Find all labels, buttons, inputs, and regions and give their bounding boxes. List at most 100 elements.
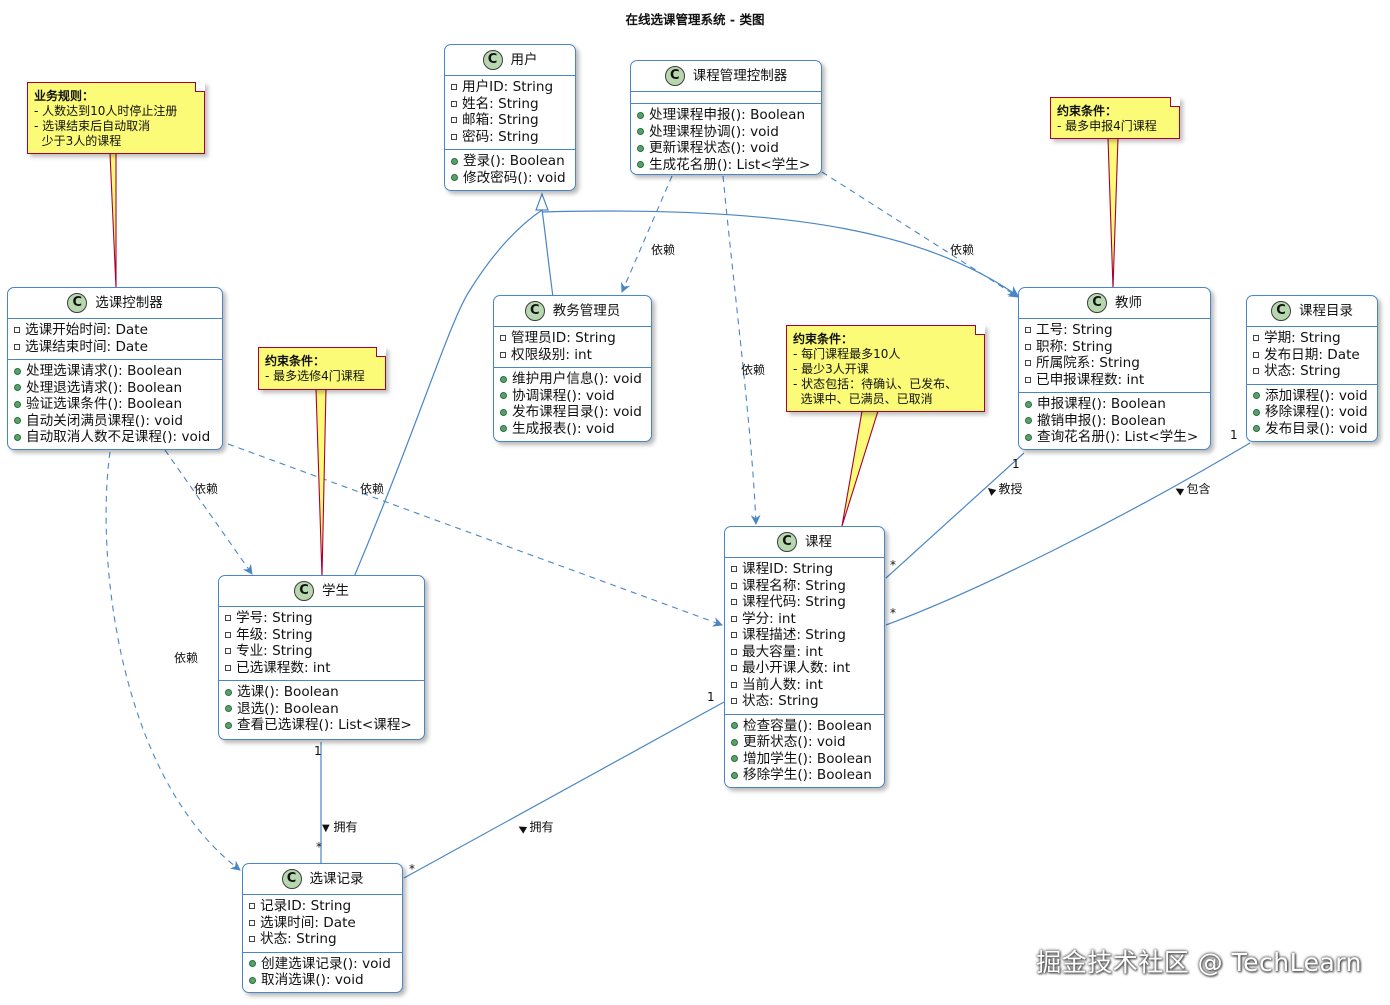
attribute-text: 管理员ID: String [511,330,616,346]
attribute-row: 选课结束时间: Date [14,339,216,356]
method-text: 处理课程协调(): void [649,123,779,140]
attribute-text: 当前人数: int [742,676,823,693]
attribute-row: 学期: String [1253,330,1371,347]
class-name: 课程 [805,533,832,550]
assoc-teacher-course [885,452,1025,579]
private-icon [1025,343,1031,350]
method-text: 撤销申报(): Boolean [1037,412,1166,429]
note-connector-teacher [1107,137,1119,289]
note-teacher-constraint: 约束条件： - 最多申报4门课程 [1050,97,1180,139]
attribute-row: 所属院系: String [1025,355,1204,372]
method-text: 生成报表(): void [512,420,615,437]
method-text: 验证选课条件(): Boolean [26,396,183,412]
public-icon [225,688,232,696]
inherit-admin-user [541,209,554,298]
private-icon [500,335,506,342]
attribute-section [631,91,821,103]
attribute-text: 记录ID: String [260,898,352,914]
method-row: 更新状态(): void [731,734,878,751]
public-icon [1025,433,1032,441]
mult-course-one: 1 [707,690,715,704]
method-text: 更新状态(): void [743,734,846,750]
attribute-text: 课程代码: String [742,594,846,610]
private-icon [731,632,737,639]
method-row: 移除课程(): void [1253,404,1371,421]
attribute-text: 专业: String [236,643,313,659]
private-icon [225,631,231,638]
class-c-icon: C [67,293,88,313]
method-text: 添加课程(): void [1265,387,1368,404]
public-icon [637,161,644,169]
attribute-row: 工号: String [1025,322,1204,339]
attribute-row: 状态: String [731,693,878,710]
private-icon [249,919,255,926]
class-name: 用户 [510,51,538,68]
method-text: 处理选课请求(): Boolean [26,363,183,379]
mult-record-course-many: * [409,862,415,876]
attribute-text: 选课时间: Date [260,914,356,931]
method-text: 移除学生(): Boolean [743,767,872,783]
attribute-text: 用户ID: String [462,79,554,95]
method-text: 增加学生(): Boolean [743,750,872,767]
attribute-row: 课程ID: String [731,561,878,578]
public-icon [225,705,232,713]
note-course-constraint: 约束条件： - 每门课程最多10人 - 最少3人开课 - 状态包括：待确认、已发… [786,325,985,412]
public-icon [500,392,507,400]
class-c-icon: C [524,301,545,321]
private-icon [1253,368,1259,375]
private-icon [225,664,231,671]
inherit-arrowhead [535,192,549,211]
method-row: 查询花名册(): List<学生> [1025,429,1204,446]
watermark: 掘金技术社区 @ TechLearn [1036,948,1362,977]
method-text: 申报课程(): Boolean [1037,396,1166,412]
method-row: 增加学生(): Boolean [731,751,878,768]
attribute-row: 课程名称: String [731,578,878,595]
method-text: 处理课程申报(): Boolean [649,107,806,123]
dep-label-admin: 依赖 [651,243,676,257]
public-icon [500,425,507,433]
dep-label-record: 依赖 [174,651,199,665]
attribute-text: 邮箱: String [462,112,539,128]
public-icon [500,408,507,416]
attribute-text: 年级: String [236,626,313,643]
attribute-row: 邮箱: String [451,112,569,129]
attribute-text: 学分: int [742,610,796,627]
method-text: 检查容量(): Boolean [743,717,872,734]
attribute-text: 权限级别: int [511,346,592,363]
public-icon [1025,400,1032,408]
public-icon [1025,417,1032,425]
inherit-student-user [353,209,543,578]
method-row: 验证选课条件(): Boolean [14,396,216,413]
mult-student-one: 1 [314,744,322,758]
class-c-icon: C [294,581,314,601]
dep-controller-student [164,449,253,575]
public-icon [14,384,21,392]
method-row: 处理课程协调(): void [637,124,815,141]
assoc-catalog-course [885,442,1251,626]
private-icon [731,582,737,589]
attribute-text: 课程名称: String [742,577,846,594]
private-icon [451,117,457,124]
public-icon [249,960,256,968]
private-icon [249,936,255,943]
method-row: 发布目录(): void [1253,421,1371,438]
public-icon [731,722,738,730]
private-icon [1025,327,1031,334]
attribute-text: 课程ID: String [742,561,834,577]
public-icon [225,721,232,729]
method-row: 查看已选课程(): List<课程> [225,717,418,734]
method-text: 自动关闭满员课程(): void [26,412,184,429]
mult-catalog-one: 1 [1230,428,1238,442]
